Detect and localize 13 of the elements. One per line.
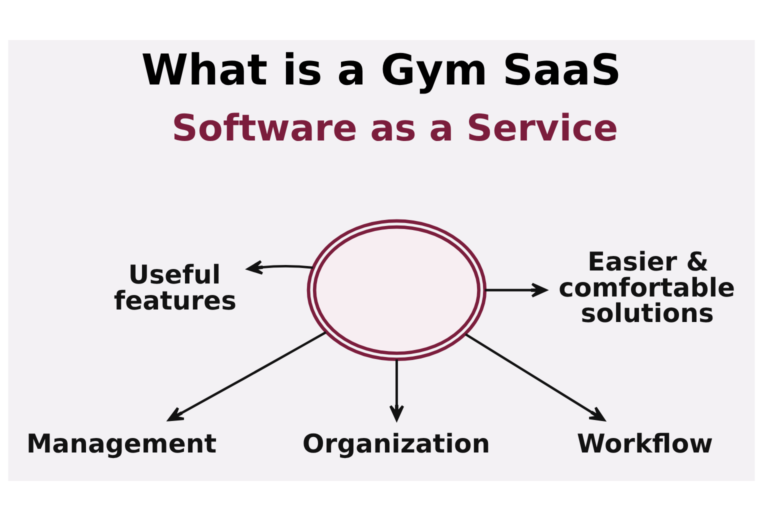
node-text: Easier & comfortable solutions (558, 247, 736, 329)
arrow (389, 358, 404, 420)
arrow (484, 282, 548, 298)
node-picture (306, 218, 487, 361)
node-text: Management (26, 428, 217, 459)
node-text: Useful features (114, 260, 236, 316)
arrow (246, 260, 314, 274)
node-text: Organization (302, 428, 490, 459)
node-text: Workflow (576, 428, 713, 459)
arrow (168, 330, 327, 421)
diagram-title: What is a Gym SaaS (141, 45, 622, 96)
label: Software as a Service (172, 106, 618, 150)
arrow (464, 332, 606, 421)
